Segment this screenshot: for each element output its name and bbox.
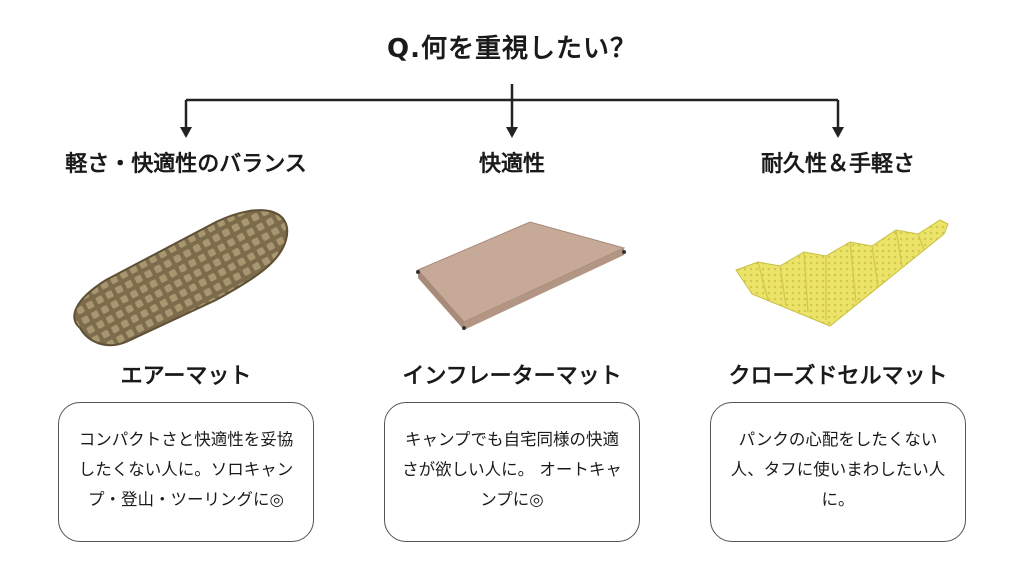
- description-box: キャンプでも自宅同様の快適さが欲しい人に。 オートキャンプに◎: [384, 402, 640, 542]
- description-box: コンパクトさと快適性を妥協したくない人に。ソロキャンプ・登山・ツーリングに◎: [58, 402, 314, 542]
- option-air-mat: 軽さ・快適性のバランス エアーマット コンパクトさと快適性を妥協したくない人に。…: [36, 150, 336, 542]
- mat-name: クローズドセルマット: [728, 364, 948, 389]
- inflater-mat-image: [416, 221, 626, 330]
- option-inflater-mat: 快適性 インフレーターマット キャンプでも自宅同様の快適さが欲しい人に。 オート…: [362, 150, 662, 542]
- option-title: 軽さ・快適性のバランス: [65, 152, 307, 177]
- closed-cell-mat-image: [735, 219, 949, 327]
- branch-connector: [180, 84, 844, 138]
- description-box: パンクの心配をしたくない人、タフに使いまわしたい人に。: [710, 402, 966, 542]
- option-title: 耐久性＆手軽さ: [760, 152, 915, 177]
- question-title: Q.何を重視したい？: [387, 34, 637, 64]
- option-title: 快適性: [478, 152, 545, 177]
- mat-name: インフレーターマット: [402, 364, 622, 389]
- air-mat-image: [73, 209, 289, 347]
- mat-name: エアーマット: [120, 364, 252, 389]
- option-closed-cell-mat: 耐久性＆手軽さ クローズドセルマット パンクの心配をしたくない人、タフに使いまわ…: [688, 150, 988, 542]
